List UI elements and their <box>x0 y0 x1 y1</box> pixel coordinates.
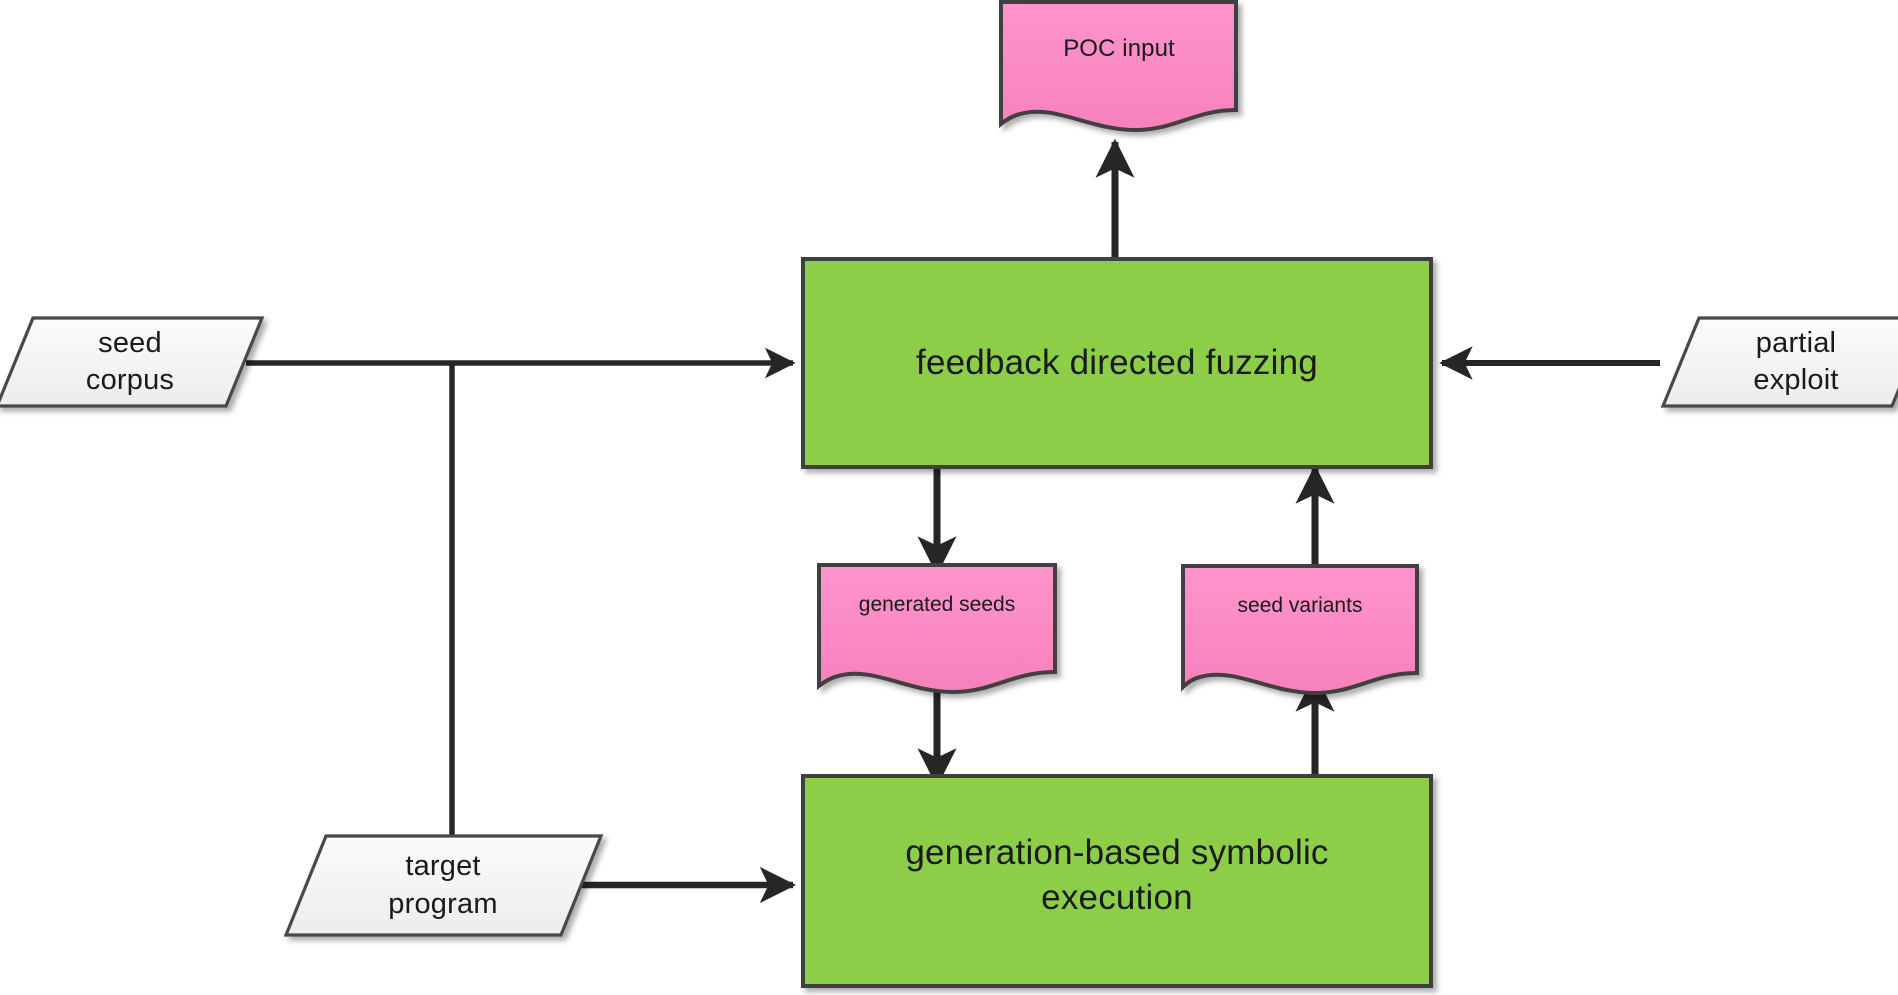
node-seed-corpus[interactable] <box>0 316 265 408</box>
node-partial-exploit[interactable] <box>1660 316 1898 408</box>
node-feedback-directed-fuzzing[interactable] <box>801 257 1433 469</box>
generated-seeds-shape[interactable] <box>817 563 1057 695</box>
seed-corpus-shape[interactable] <box>0 316 265 408</box>
feedback-directed-fuzzing-shape[interactable] <box>801 257 1433 469</box>
node-target-program[interactable] <box>283 834 604 937</box>
partial-exploit-shape[interactable] <box>1660 316 1898 408</box>
node-poc-input[interactable] <box>999 0 1238 133</box>
poc-input-shape[interactable] <box>999 0 1238 133</box>
node-generated-seeds[interactable] <box>817 563 1057 695</box>
edge-layer <box>246 138 1660 904</box>
seed-variants-shape[interactable] <box>1181 564 1419 696</box>
target-program-shape[interactable] <box>283 834 604 937</box>
generation-based-symbolic-execution-shape[interactable] <box>801 774 1433 988</box>
node-seed-variants[interactable] <box>1181 564 1419 696</box>
node-generation-based-symbolic-execution[interactable] <box>801 774 1433 988</box>
